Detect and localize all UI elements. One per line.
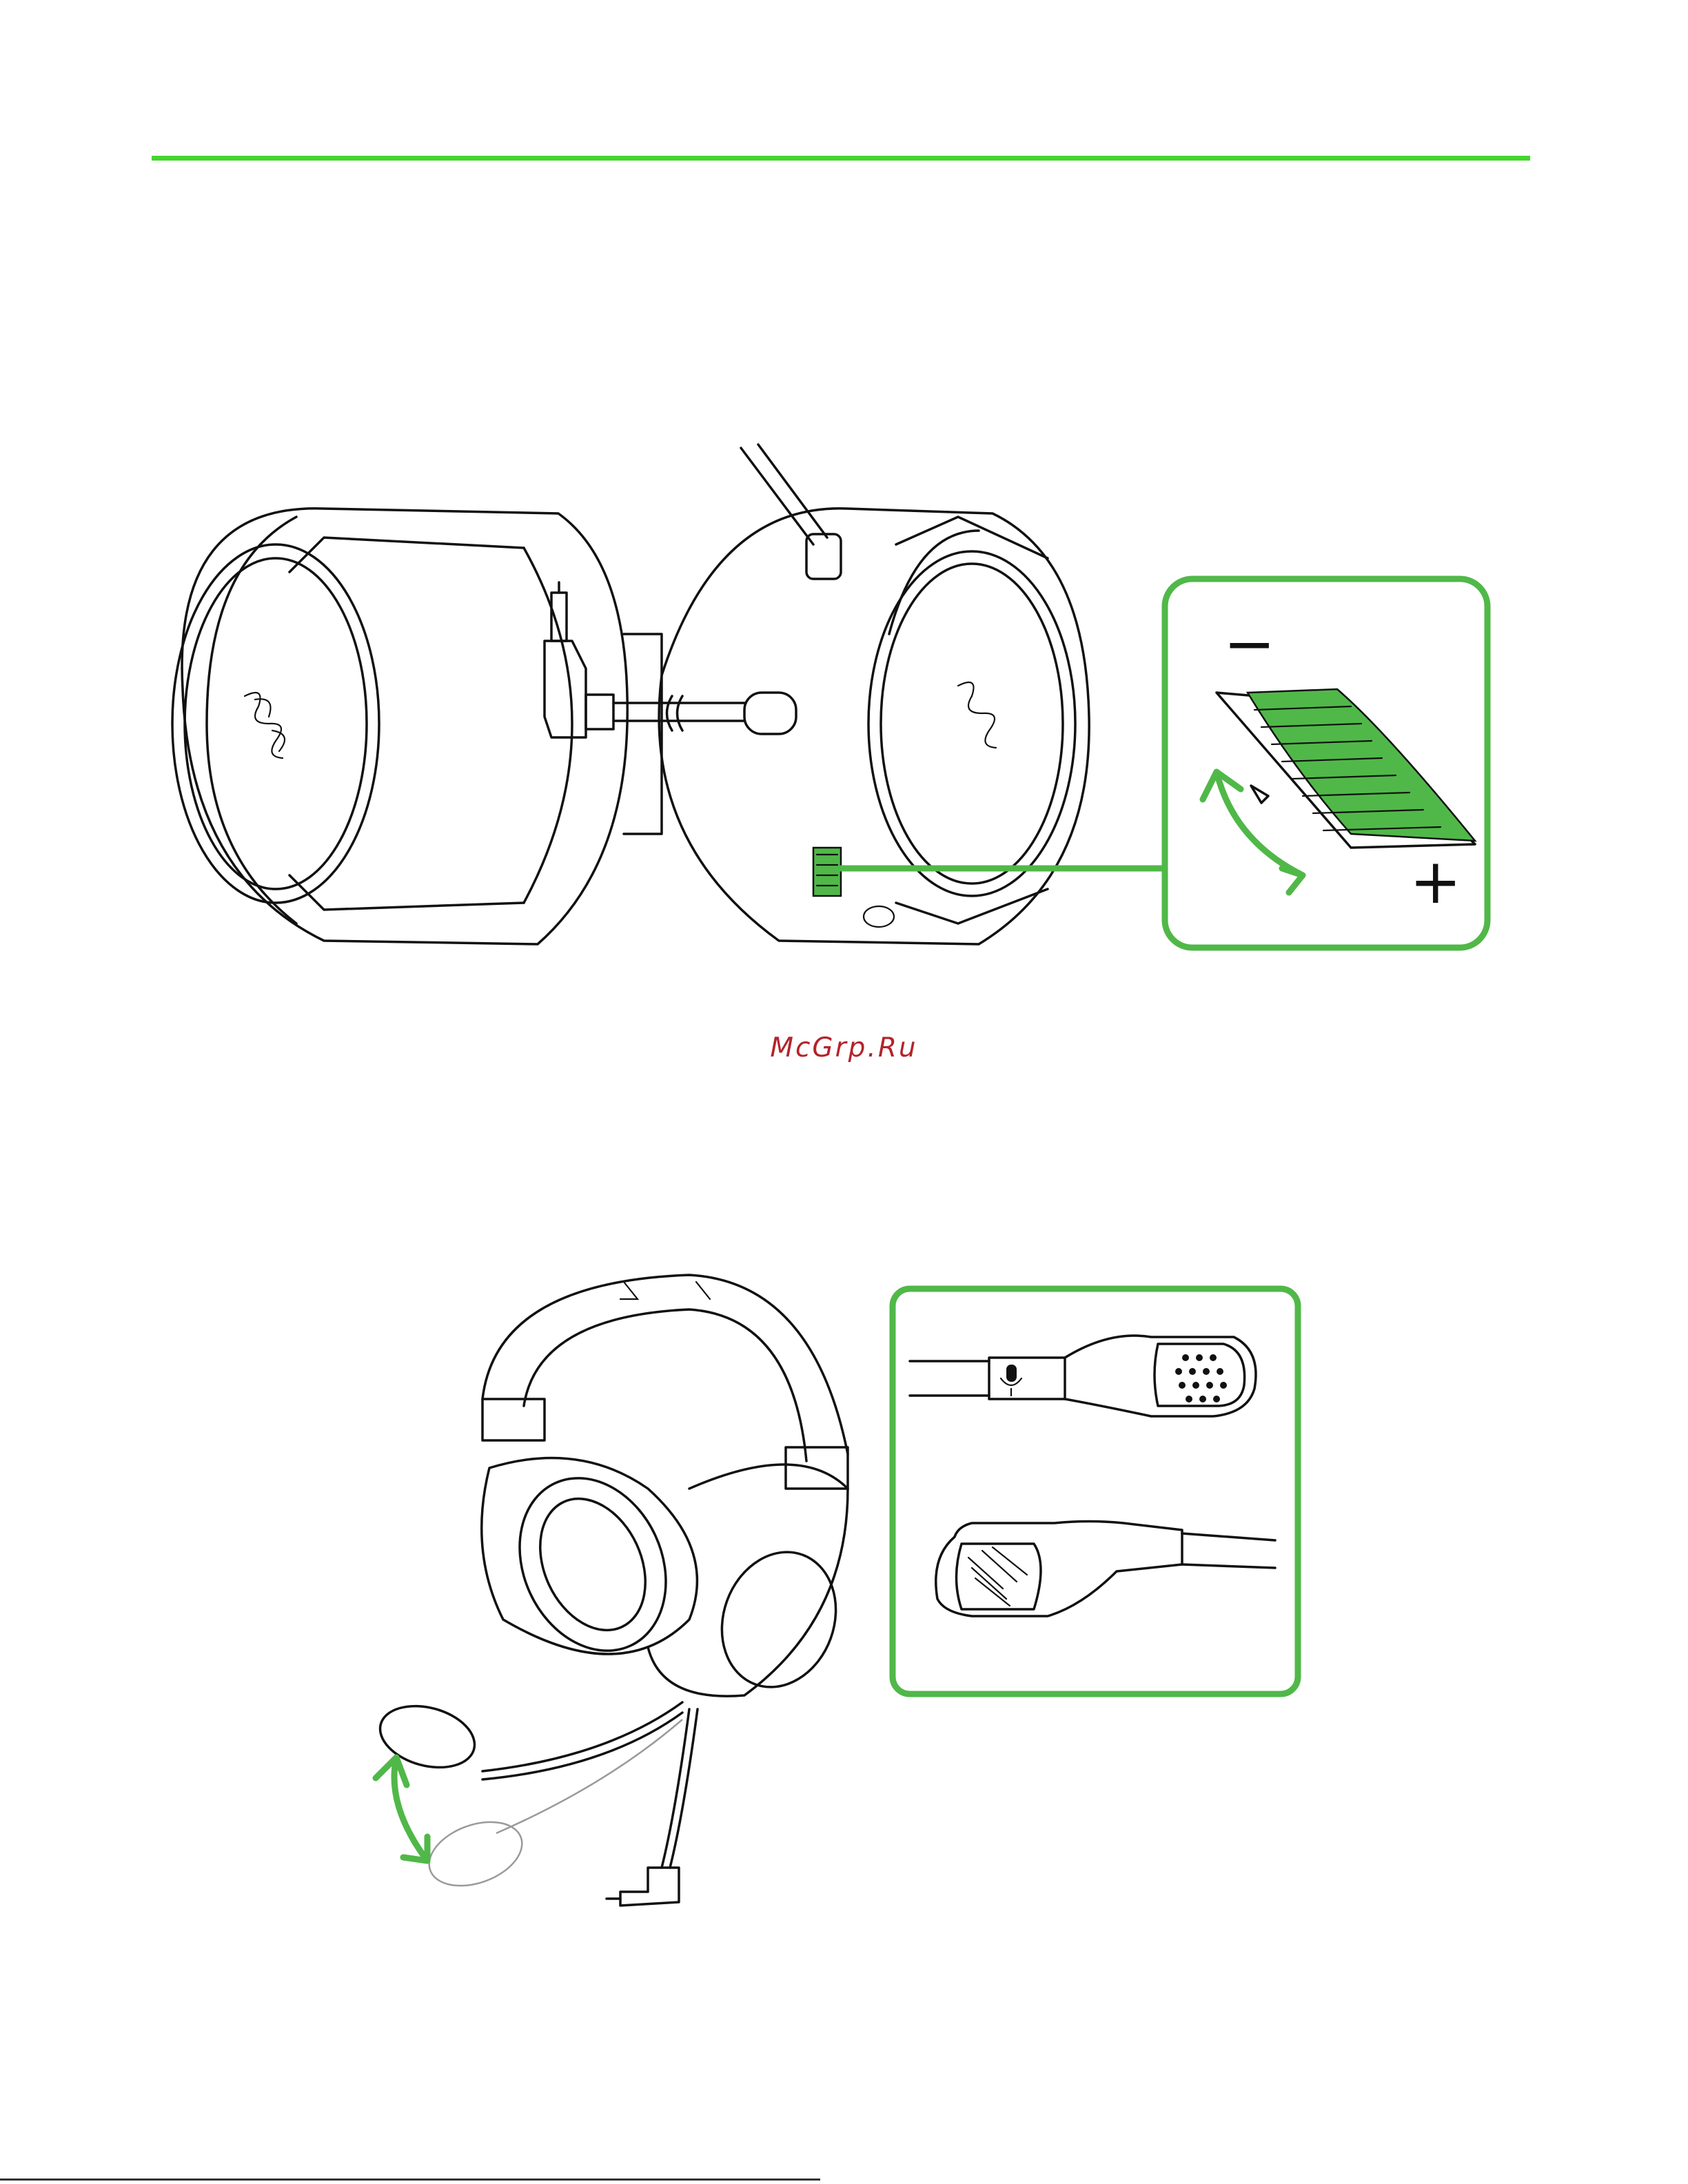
header-accent-rule [152, 156, 1530, 161]
callout-minus-label: − [1223, 608, 1275, 680]
volume-wheel-figure: − + [0, 427, 1688, 979]
headband-icon [482, 1275, 848, 1489]
earcup-icon [482, 1454, 855, 1703]
razer-logo-icon [245, 693, 285, 758]
audio-jack-icon [607, 1709, 698, 1906]
audio-jack-icon [545, 582, 796, 737]
footer-rule [0, 2178, 820, 2181]
volume-wheel-callout: − + [1165, 579, 1487, 948]
watermark-text: McGrp.Ru [0, 1032, 1688, 1063]
razer-logo-icon [958, 682, 996, 748]
mic-boom-callout [893, 1289, 1298, 1694]
mic-boom-figure [0, 1261, 1688, 1950]
left-earcup-icon [172, 509, 627, 944]
callout-plus-label: + [1410, 846, 1461, 918]
mic-boom-icon [374, 1696, 682, 1897]
volume-wheel-icon [813, 848, 894, 927]
